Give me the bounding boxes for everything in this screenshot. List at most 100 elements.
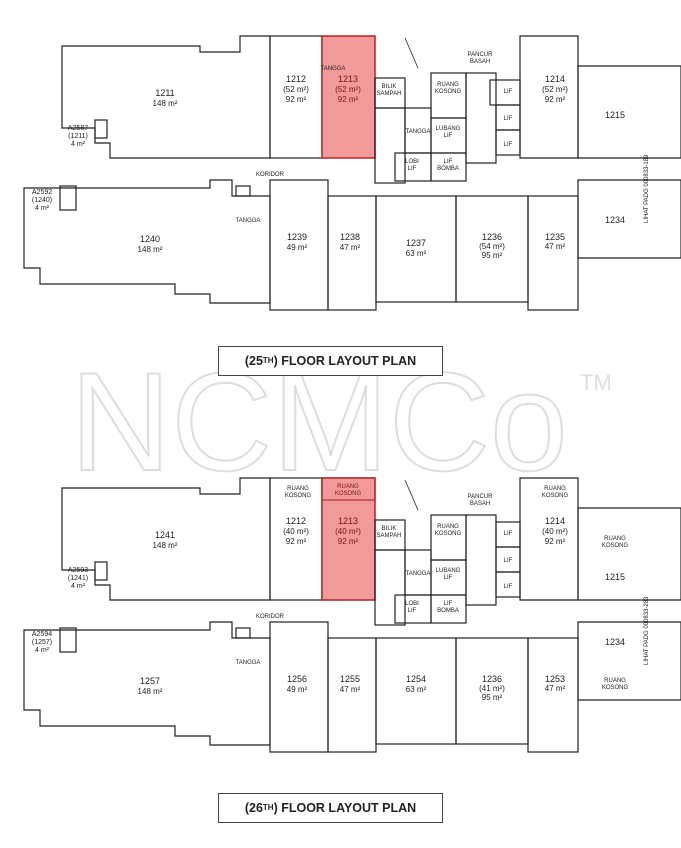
svg-text:1241: 1241 (155, 530, 175, 540)
svg-text:1213: 1213 (338, 516, 358, 526)
unit-1240-outline (23, 179, 271, 304)
svg-text:47 m²: 47 m² (340, 685, 361, 694)
svg-text:1213: 1213 (338, 74, 358, 84)
svg-text:LIF: LIF (408, 166, 417, 172)
svg-text:(54 m²): (54 m²) (479, 242, 505, 251)
svg-text:(40 m²): (40 m²) (335, 527, 361, 536)
svg-text:63 m²: 63 m² (406, 685, 427, 694)
svg-text:1234: 1234 (605, 215, 625, 225)
svg-text:(52 m²): (52 m²) (335, 85, 361, 94)
side-note-25: LIHAT PADG 000833-189 (644, 154, 650, 223)
svg-text:LIF: LIF (504, 531, 513, 537)
svg-text:(1211): (1211) (68, 133, 88, 140)
svg-text:(40 m²): (40 m²) (542, 527, 568, 536)
svg-text:PANCUR: PANCUR (468, 494, 494, 500)
svg-text:148 m²: 148 m² (138, 687, 163, 696)
svg-text:BILIK: BILIK (382, 84, 397, 90)
svg-text:47 m²: 47 m² (545, 684, 566, 693)
svg-text:TANGGA: TANGGA (406, 129, 431, 135)
svg-text:KOSONG: KOSONG (285, 493, 312, 499)
svg-text:LIF: LIF (444, 133, 453, 139)
svg-text:1211: 1211 (155, 88, 174, 98)
svg-text:LIF: LIF (444, 575, 453, 581)
svg-text:BOMBA: BOMBA (437, 608, 459, 614)
svg-text:LIF: LIF (504, 116, 513, 122)
svg-text:KOSONG: KOSONG (435, 531, 462, 537)
svg-text:92 m²: 92 m² (338, 95, 359, 104)
svg-text:RUANG: RUANG (287, 486, 309, 492)
svg-text:RUANG: RUANG (604, 678, 626, 684)
svg-text:KOSONG: KOSONG (435, 89, 462, 95)
svg-text:63 m²: 63 m² (406, 249, 427, 258)
svg-text:95 m²: 95 m² (482, 693, 503, 702)
svg-text:LOBI: LOBI (405, 159, 419, 165)
svg-text:92 m²: 92 m² (286, 95, 307, 104)
svg-text:1235: 1235 (545, 232, 565, 242)
svg-text:LIF: LIF (504, 558, 513, 564)
svg-text:1212: 1212 (286, 516, 306, 526)
unit-1213-26-highlight (321, 477, 376, 601)
svg-text:92 m²: 92 m² (338, 537, 359, 546)
svg-text:92 m²: 92 m² (545, 95, 566, 104)
svg-text:49 m²: 49 m² (287, 685, 308, 694)
svg-text:92 m²: 92 m² (545, 537, 566, 546)
svg-text:LIF: LIF (504, 142, 513, 148)
svg-text:LIF: LIF (444, 159, 453, 165)
svg-text:148 m²: 148 m² (138, 245, 163, 254)
svg-text:KOSONG: KOSONG (542, 493, 569, 499)
side-note-26: LIHAT PADG 000833-283 (644, 596, 650, 665)
svg-text:LUBANG: LUBANG (436, 126, 461, 132)
svg-text:1237: 1237 (406, 238, 426, 248)
svg-text:BASAH: BASAH (470, 501, 490, 507)
svg-text:148 m²: 148 m² (153, 541, 178, 550)
svg-text:KOSONG: KOSONG (335, 491, 362, 497)
svg-text:LUBANG: LUBANG (436, 568, 461, 574)
svg-text:A2593: A2593 (68, 567, 88, 574)
svg-text:(1241): (1241) (68, 575, 88, 582)
svg-text:RUANG: RUANG (337, 484, 359, 490)
svg-text:LIF: LIF (504, 89, 513, 95)
svg-text:(1257): (1257) (32, 639, 52, 646)
svg-text:A2592: A2592 (32, 189, 52, 196)
svg-text:RUANG: RUANG (437, 524, 459, 530)
floor-title-25-post: ) FLOOR LAYOUT PLAN (273, 354, 417, 368)
svg-text:KOSONG: KOSONG (602, 543, 629, 549)
svg-text:PANCUR: PANCUR (468, 52, 494, 58)
svg-text:RUANG: RUANG (604, 536, 626, 542)
svg-text:49 m²: 49 m² (287, 243, 308, 252)
svg-text:95 m²: 95 m² (482, 251, 503, 260)
svg-text:LIF: LIF (444, 601, 453, 607)
svg-text:(52 m²): (52 m²) (542, 85, 568, 94)
svg-text:KORIDOR: KORIDOR (256, 614, 285, 620)
svg-text:A2594: A2594 (32, 631, 52, 638)
svg-text:BOMBA: BOMBA (437, 166, 459, 172)
svg-text:TANGGA: TANGGA (321, 66, 346, 72)
svg-text:KOSONG: KOSONG (602, 685, 629, 691)
svg-text:SAMPAH: SAMPAH (377, 91, 402, 97)
svg-text:47 m²: 47 m² (340, 243, 361, 252)
floor-title-26-pre: (26 (244, 801, 263, 815)
svg-text:1239: 1239 (287, 232, 307, 242)
svg-text:LOBI: LOBI (405, 601, 419, 607)
svg-text:1255: 1255 (340, 674, 360, 684)
svg-text:1256: 1256 (287, 674, 307, 684)
svg-text:RUANG: RUANG (544, 486, 566, 492)
svg-text:TANGGA: TANGGA (236, 218, 261, 224)
floor-title-26-post: ) FLOOR LAYOUT PLAN (273, 801, 417, 815)
svg-text:1253: 1253 (545, 674, 565, 684)
unit-1213-highlight (321, 35, 376, 159)
svg-text:A2587: A2587 (68, 125, 88, 132)
svg-text:TANGGA: TANGGA (236, 660, 261, 666)
svg-text:(1240): (1240) (32, 197, 52, 204)
svg-text:1212: 1212 (286, 74, 306, 84)
svg-text:LIF: LIF (504, 584, 513, 590)
svg-text:4 m²: 4 m² (35, 647, 50, 654)
svg-text:1236: 1236 (482, 232, 502, 242)
svg-text:4 m²: 4 m² (71, 141, 86, 148)
svg-text:(40 m²): (40 m²) (283, 527, 309, 536)
